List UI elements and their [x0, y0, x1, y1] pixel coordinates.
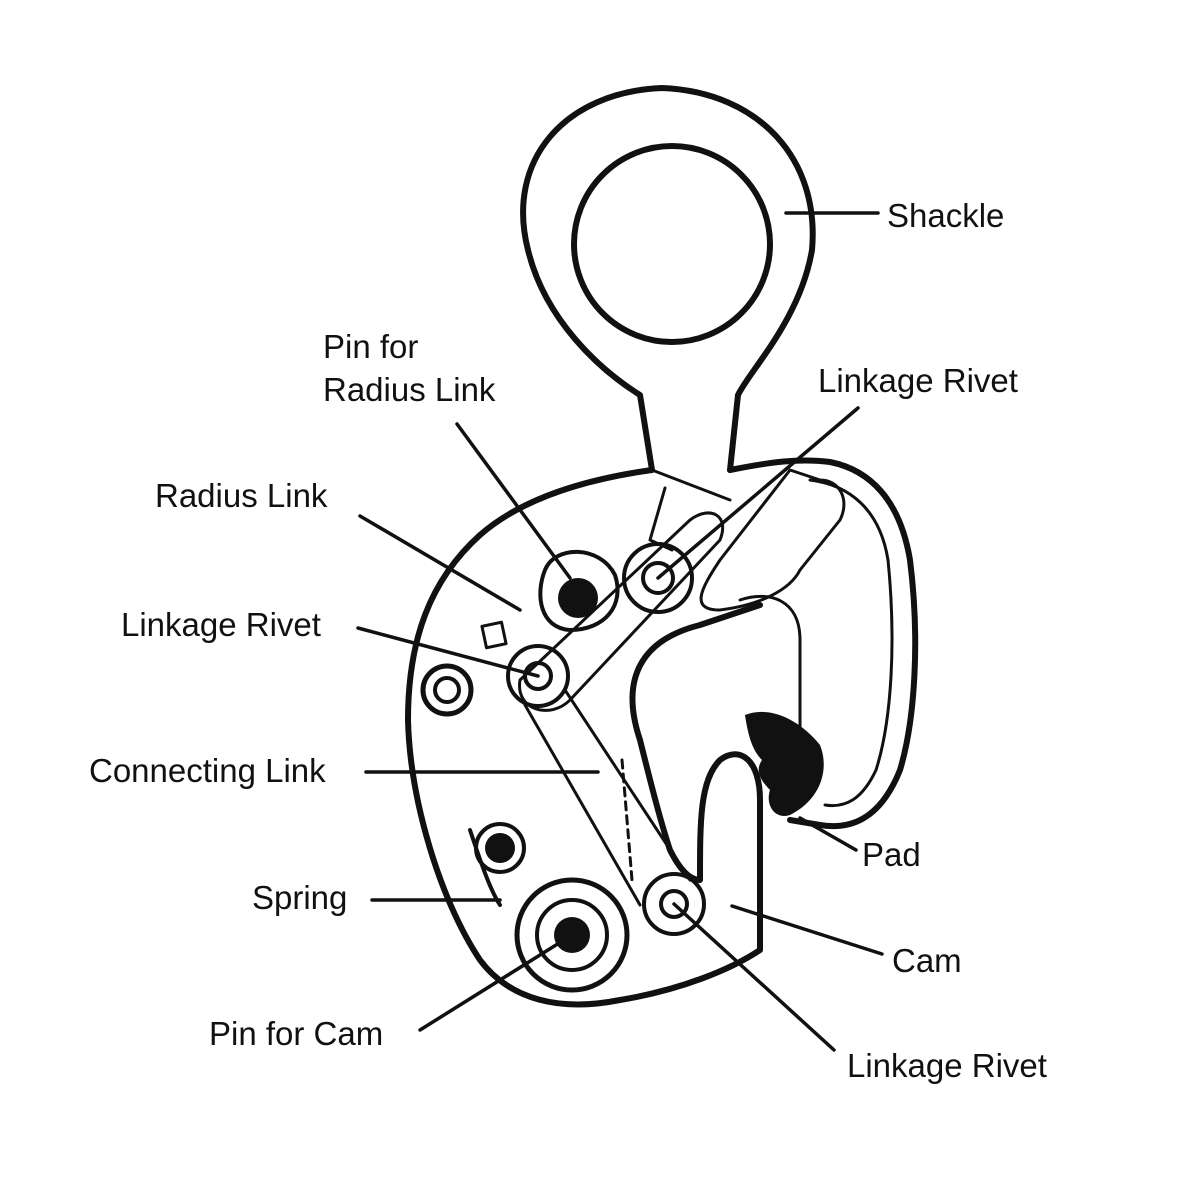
- label-radius-link: Radius Link: [155, 477, 328, 514]
- spring-center: [485, 833, 515, 863]
- label-pin-for-radius-link-line1: Pin for: [323, 328, 418, 365]
- leader-linkage-rivet-bottom: [672, 902, 836, 1052]
- pad-teeth: [745, 711, 824, 816]
- shackle-base-line: [650, 468, 732, 502]
- leader-pin-for-cam: [418, 933, 574, 1032]
- rivet-left-outer: [506, 644, 570, 708]
- label-pad: Pad: [862, 836, 921, 873]
- leader-pad: [798, 816, 858, 852]
- label-linkage-rivet-left: Linkage Rivet: [121, 606, 321, 643]
- pin-for-radius-link: [538, 549, 620, 632]
- connecting-link-hidden-edge: [620, 758, 634, 882]
- spring-coil: [474, 822, 526, 874]
- labels: Shackle Pin for Radius Link Linkage Rive…: [89, 197, 1047, 1084]
- label-connecting-link: Connecting Link: [89, 752, 326, 789]
- jaw-slot-upper: [699, 468, 846, 612]
- pin-radius-link-housing: [538, 549, 620, 632]
- pad-part: [745, 711, 824, 816]
- connecting-link-part: [523, 688, 692, 907]
- label-linkage-rivet-bottom: Linkage Rivet: [847, 1047, 1047, 1084]
- connecting-link-edge-1: [523, 703, 642, 907]
- shackle-part: [520, 85, 816, 502]
- linkage-rivet-bottom-part: [642, 872, 706, 936]
- connecting-link-edge-2: [563, 688, 692, 882]
- label-pin-for-cam: Pin for Cam: [209, 1015, 383, 1052]
- bolt-inner: [433, 676, 461, 704]
- cam-pin-middle: [535, 898, 609, 972]
- leader-linkage-rivet-top: [656, 406, 860, 580]
- label-spring: Spring: [252, 879, 347, 916]
- stop-tab: [480, 620, 508, 650]
- leader-radius-link: [358, 514, 522, 612]
- leader-lines: [356, 211, 884, 1052]
- label-shackle: Shackle: [887, 197, 1004, 234]
- rivet-top-inner: [641, 561, 675, 595]
- linkage-rivet-left-part: [506, 644, 570, 708]
- leader-linkage-rivet-left: [356, 626, 540, 678]
- shackle-outline: [520, 85, 816, 473]
- rivet-bottom-outer: [642, 872, 706, 936]
- bolt-outer: [420, 663, 474, 717]
- label-linkage-rivet-top: Linkage Rivet: [818, 362, 1018, 399]
- leader-pin-for-radius-link: [455, 422, 572, 580]
- cam-pin-outer: [514, 877, 630, 993]
- jaw-frame-inner: [808, 478, 894, 808]
- clamp-body: [405, 457, 919, 1008]
- radius-link-edge: [648, 486, 674, 552]
- jaw-frame-outline: [727, 457, 919, 830]
- rivet-top-outer: [622, 542, 694, 614]
- leader-cam: [730, 904, 884, 956]
- body-outline: [405, 467, 763, 1008]
- spring-part: [468, 822, 526, 907]
- body-bolt: [420, 663, 474, 717]
- label-cam: Cam: [892, 942, 962, 979]
- rivet-bottom-inner: [659, 889, 689, 919]
- rivet-left-inner: [523, 661, 553, 691]
- label-pin-for-radius-link-line2: Radius Link: [323, 371, 496, 408]
- linkage-rivet-top-part: [622, 542, 694, 614]
- shackle-eye: [571, 143, 773, 345]
- pin-radius-link-head: [558, 578, 598, 618]
